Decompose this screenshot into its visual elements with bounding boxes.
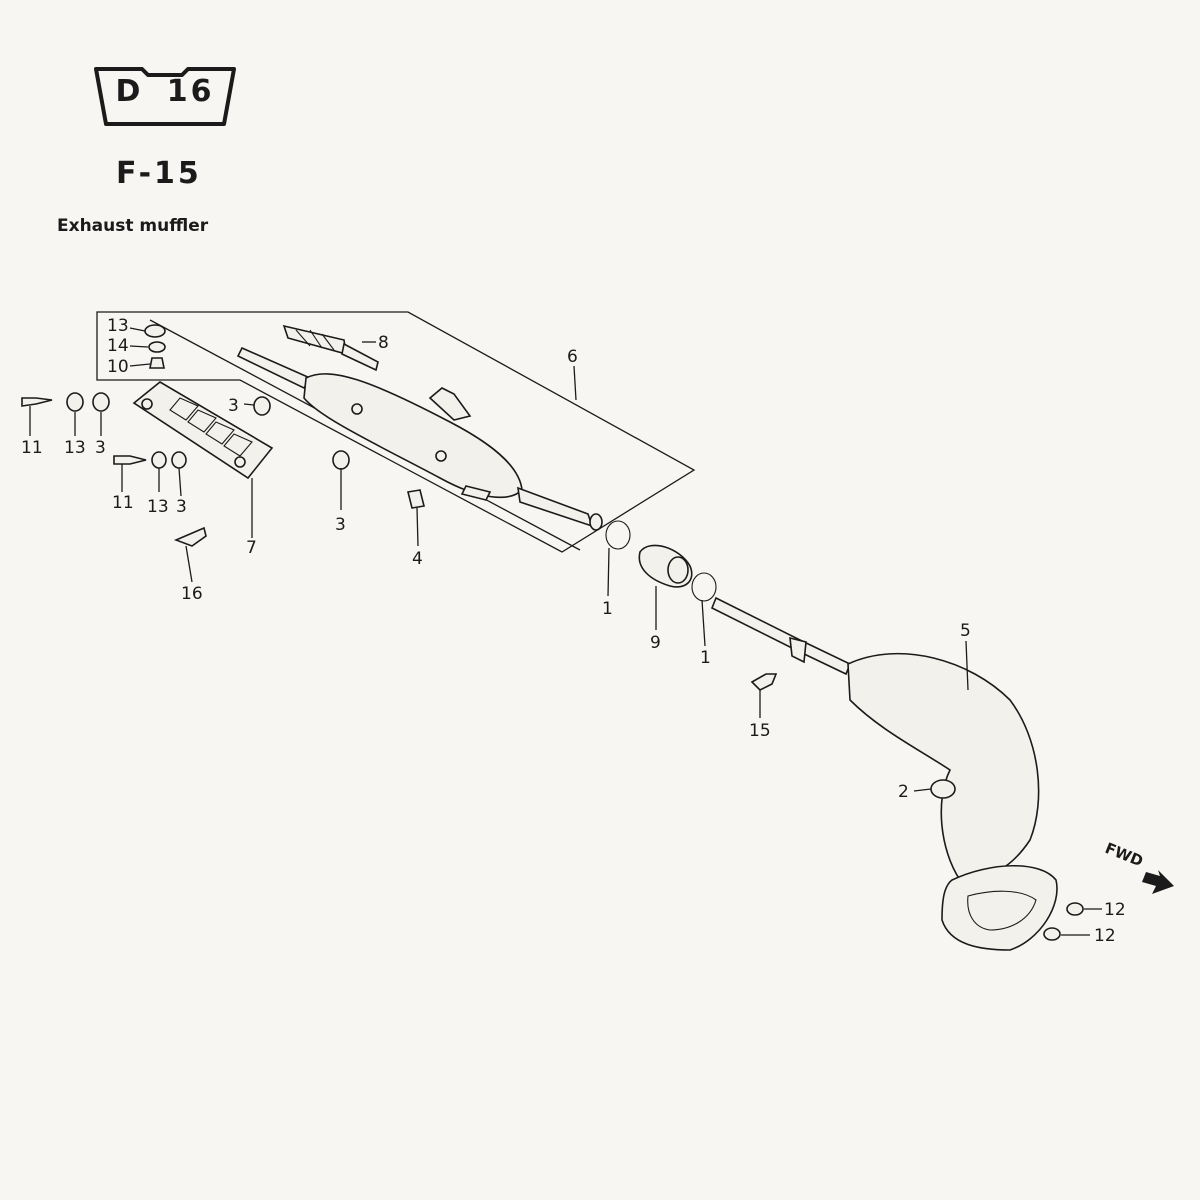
muffler-assembly-outline: [96, 311, 696, 553]
figure-code: F-15: [116, 156, 202, 191]
gasket-a[interactable]: [605, 520, 631, 550]
washer-13-lower[interactable]: [151, 451, 167, 469]
collar-3-mid[interactable]: [253, 396, 271, 416]
nut-12-top[interactable]: [1066, 902, 1084, 916]
gasket-2[interactable]: [930, 779, 956, 799]
callout-13: 13: [107, 316, 129, 336]
bolt-11-left[interactable]: [21, 397, 53, 407]
bolt-11-lower[interactable]: [113, 455, 147, 465]
callout-3: 3: [176, 497, 187, 517]
washer-13-top[interactable]: [144, 324, 166, 338]
figure-title: Exhaust muffler: [57, 216, 209, 236]
callout-9: 9: [650, 633, 661, 653]
gasket-b[interactable]: [691, 572, 717, 602]
callout-6: 6: [567, 347, 578, 367]
callout-12: 12: [1094, 926, 1116, 946]
callout-4: 4: [412, 549, 423, 569]
callout-8: 8: [378, 333, 389, 353]
callout-13: 13: [147, 497, 169, 517]
spark-arrester-insert[interactable]: [282, 324, 379, 372]
callout-15: 15: [749, 721, 771, 741]
callout-10: 10: [107, 357, 129, 377]
callout-3: 3: [228, 396, 239, 416]
callout-11: 11: [112, 493, 134, 513]
section-badge-label: D 16: [115, 74, 215, 109]
forward-direction-indicator: FWD: [1103, 839, 1174, 894]
nut-12-bottom[interactable]: [1043, 927, 1061, 941]
expansion-chamber[interactable]: [710, 596, 1058, 951]
muffler-body[interactable]: [236, 346, 603, 531]
rubber-mount-4[interactable]: [407, 489, 425, 509]
callout-7: 7: [246, 538, 257, 558]
washer-13-left[interactable]: [66, 392, 84, 412]
bolt-10[interactable]: [149, 357, 165, 369]
callout-1: 1: [602, 599, 613, 619]
section-badge: D 16: [92, 66, 238, 128]
callout-16: 16: [181, 584, 203, 604]
bolt-16[interactable]: [173, 526, 207, 547]
collar-3-right[interactable]: [332, 450, 350, 470]
joint-rubber[interactable]: [638, 544, 693, 588]
forward-arrow-icon: [1142, 870, 1174, 894]
leader-lines: [29, 327, 1102, 936]
callout-3: 3: [95, 438, 106, 458]
callout-14: 14: [107, 336, 129, 356]
callout-numbers: 13 14 10 8 6 11 13 3 3 11 13 3 3 7 4 16 …: [21, 316, 1126, 946]
badge-frame-icon: [94, 67, 236, 126]
bolt-15[interactable]: [750, 673, 778, 691]
fwd-label: FWD: [1103, 839, 1146, 870]
callout-2: 2: [898, 782, 909, 802]
callout-12: 12: [1104, 900, 1126, 920]
collar-3-left[interactable]: [92, 392, 110, 412]
heat-protector[interactable]: [132, 381, 274, 480]
washer-14[interactable]: [148, 341, 166, 353]
callout-1: 1: [700, 648, 711, 668]
callout-3: 3: [335, 515, 346, 535]
callout-11: 11: [21, 438, 43, 458]
callout-5: 5: [960, 621, 971, 641]
callout-13: 13: [64, 438, 86, 458]
collar-3-lower[interactable]: [171, 451, 187, 469]
